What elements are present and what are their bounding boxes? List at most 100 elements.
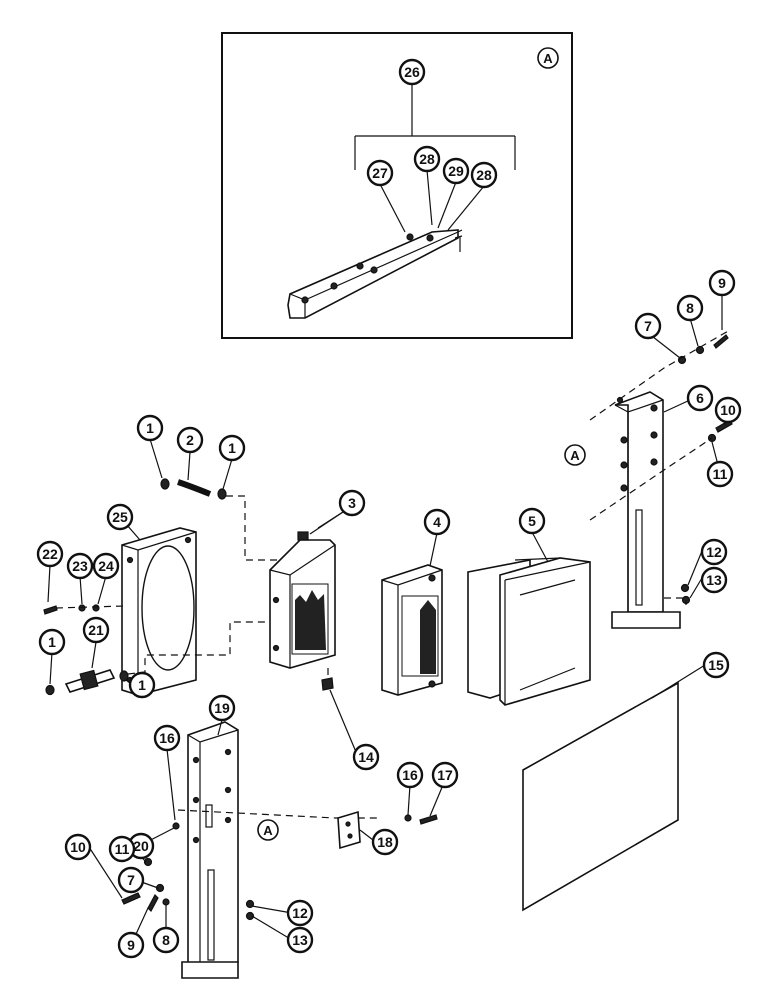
svg-text:22: 22	[42, 546, 58, 562]
svg-text:21: 21	[88, 622, 104, 638]
callout-21: 21	[82, 616, 110, 644]
washer-8	[695, 345, 705, 355]
svg-text:19: 19	[214, 700, 230, 716]
callout-28b: 28	[470, 161, 498, 189]
callout-11: 11	[706, 460, 734, 488]
svg-text:24: 24	[98, 558, 114, 574]
svg-text:13: 13	[706, 572, 722, 588]
washer-24	[92, 604, 100, 612]
callout-11b: 11	[108, 835, 136, 863]
callout-1d: 1	[128, 671, 156, 699]
callout-23: 23	[66, 552, 94, 580]
callout-7: 7	[634, 312, 662, 340]
svg-text:17: 17	[437, 767, 453, 783]
svg-text:3: 3	[348, 495, 356, 511]
callout-10b: 10	[64, 833, 92, 861]
washer-11b	[143, 857, 153, 867]
svg-text:12: 12	[706, 544, 722, 560]
svg-text:18: 18	[377, 834, 393, 850]
nut-12	[680, 583, 690, 593]
callout-12b: 12	[286, 899, 314, 927]
svg-text:9: 9	[718, 275, 726, 291]
callout-18: 18	[371, 828, 399, 856]
callout-14: 14	[352, 743, 380, 771]
callout-16a: 16	[153, 724, 181, 752]
callout-8b: 8	[152, 926, 180, 954]
bracket-rail	[287, 229, 463, 319]
bracket-18	[337, 810, 361, 850]
svg-text:10: 10	[720, 402, 736, 418]
callout-9: 9	[708, 269, 736, 297]
nut-20	[172, 822, 180, 830]
callout-2: 2	[176, 426, 204, 454]
clamp-1a	[160, 478, 170, 490]
bolt-10b	[121, 892, 141, 905]
callout-5: 5	[518, 507, 546, 535]
svg-text:2: 2	[186, 432, 194, 448]
callout-4: 4	[423, 508, 451, 536]
inset-detail-box: A 26 27 28 29 28	[221, 32, 573, 339]
callout-10: 10	[714, 396, 742, 424]
svg-text:10: 10	[70, 839, 86, 855]
bolt-9b	[147, 894, 159, 912]
callout-15: 15	[702, 651, 730, 679]
view-a-badge-left: A	[257, 819, 279, 841]
view-a-badge: A	[537, 47, 559, 69]
svg-text:11: 11	[115, 841, 130, 857]
callout-13: 13	[700, 566, 728, 594]
svg-text:8: 8	[686, 300, 694, 316]
svg-text:1: 1	[138, 677, 146, 693]
svg-text:8: 8	[162, 932, 170, 948]
svg-text:28: 28	[476, 167, 492, 183]
drain-plug-14	[321, 677, 334, 691]
panel-15	[522, 681, 679, 912]
view-a-badge-right-label: A	[570, 448, 580, 463]
svg-text:15: 15	[708, 657, 724, 673]
svg-text:1: 1	[228, 440, 236, 456]
svg-text:7: 7	[644, 318, 652, 334]
view-a-badge-right: A	[564, 444, 586, 466]
view-a-badge-label: A	[543, 51, 553, 66]
hose-2	[177, 479, 212, 497]
svg-text:20: 20	[133, 838, 149, 854]
svg-text:1: 1	[48, 634, 56, 650]
view-a-badge-left-label: A	[263, 823, 273, 838]
callout-29: 29	[442, 157, 470, 185]
callout-22: 22	[36, 540, 64, 568]
callout-8: 8	[676, 294, 704, 322]
left-support-bracket	[181, 721, 239, 979]
svg-text:9: 9	[127, 937, 135, 953]
condenser-panel	[467, 557, 591, 706]
svg-text:7: 7	[127, 872, 135, 888]
callout-16b: 16	[396, 761, 424, 789]
svg-text:26: 26	[404, 64, 420, 80]
clamp-1b	[217, 488, 227, 500]
washer-23	[78, 604, 86, 612]
callout-7b: 7	[117, 866, 145, 894]
svg-text:6: 6	[696, 390, 704, 406]
nut-16b	[404, 814, 412, 822]
right-support-bracket	[611, 391, 681, 629]
callout-1a: 1	[136, 414, 164, 442]
callout-12: 12	[700, 538, 728, 566]
svg-text:11: 11	[713, 466, 728, 482]
callout-25: 25	[106, 503, 134, 531]
fan-shroud	[121, 527, 197, 696]
callout-1b: 1	[218, 434, 246, 462]
svg-text:29: 29	[448, 163, 464, 179]
callout-9b: 9	[117, 931, 145, 959]
svg-text:12: 12	[292, 905, 308, 921]
callout-1c: 1	[38, 628, 66, 656]
svg-text:4: 4	[433, 514, 441, 530]
bolt-22	[43, 605, 58, 615]
svg-text:23: 23	[72, 558, 88, 574]
radiator-core	[269, 531, 336, 669]
svg-text:16: 16	[159, 730, 175, 746]
callout-6: 6	[686, 384, 714, 412]
bolt-9	[713, 334, 729, 349]
svg-text:13: 13	[292, 932, 308, 948]
shaft-21	[45, 669, 129, 696]
bolt-17	[419, 814, 438, 825]
nut-12b	[245, 899, 255, 909]
